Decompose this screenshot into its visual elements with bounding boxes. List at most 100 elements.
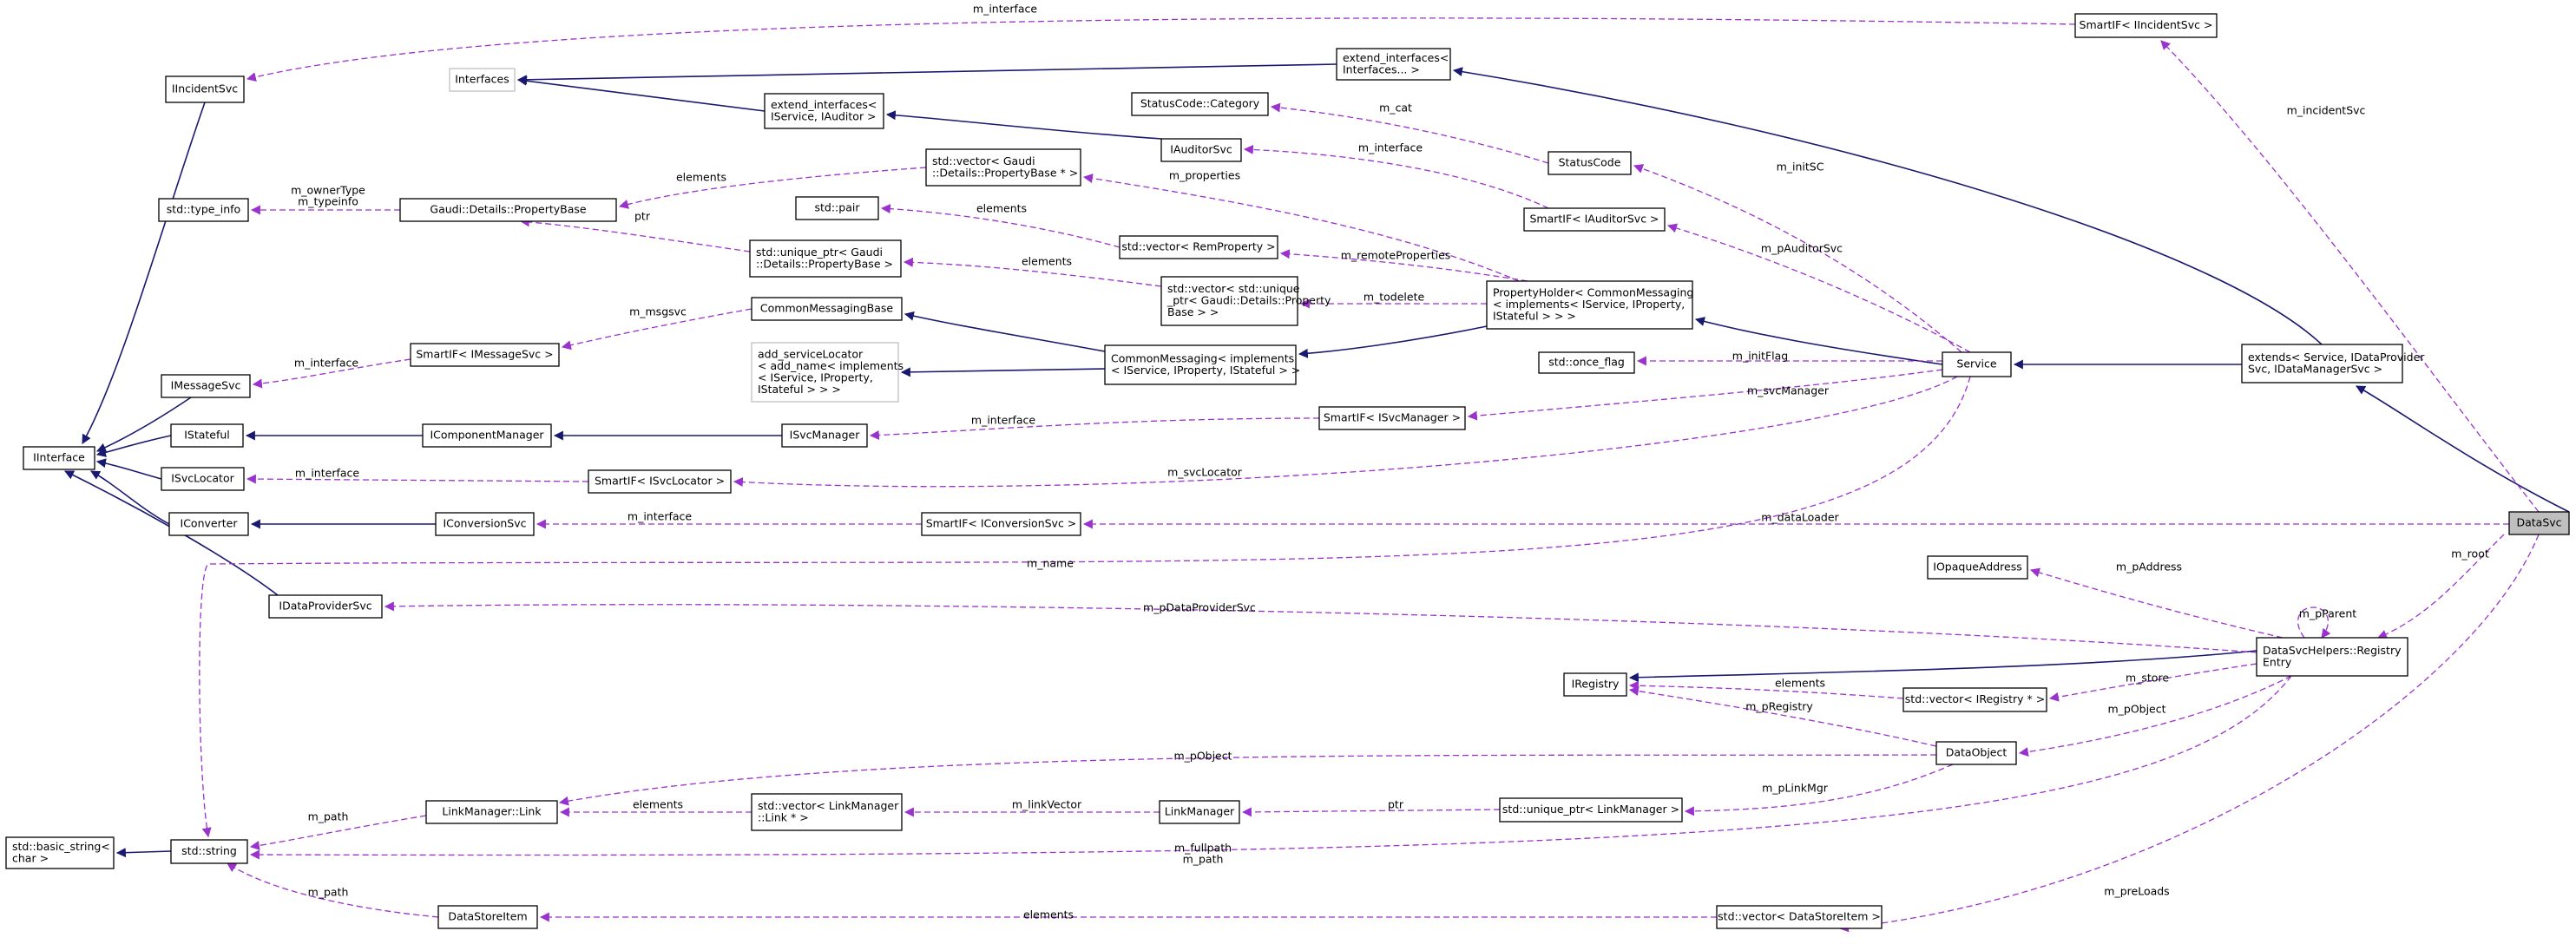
- inheritance-edge-1: [516, 75, 766, 112]
- class-node-iconverter[interactable]: IConverter: [168, 512, 249, 536]
- class-node-veclink[interactable]: std::vector< LinkManager::Link * >: [751, 793, 903, 831]
- class-node-vecpropbase[interactable]: std::vector< Gaudi::Details::PropertyBas…: [925, 148, 1081, 187]
- class-node-isvcloc[interactable]: ISvcLocator: [161, 467, 245, 491]
- class-node-basicstring[interactable]: std::basic_string<char >: [5, 836, 115, 869]
- class-node-vecremprop[interactable]: std::vector< RemProperty >: [1119, 235, 1278, 259]
- class-name-line: IMessageSvc: [171, 379, 241, 392]
- class-node-linkmgrlink[interactable]: LinkManager::Link: [425, 800, 558, 824]
- class-node-iconvsvc[interactable]: IConversionSvc: [435, 512, 535, 536]
- class-box: [161, 467, 245, 491]
- class-box: [410, 343, 560, 367]
- class-node-oncflag[interactable]: std::once_flag: [1538, 351, 1635, 374]
- class-box: [165, 75, 245, 103]
- class-node-smartif_svcmgr[interactable]: SmartIF< ISvcManager >: [1318, 406, 1466, 430]
- class-node-uniqpropbase[interactable]: std::unique_ptr< Gaudi::Details::Propert…: [749, 239, 902, 278]
- inheritance-edge-19: [1628, 650, 2257, 683]
- class-box: [2241, 344, 2403, 384]
- class-name-line: extends< Service, IDataProvider: [2248, 351, 2425, 364]
- class-box: [1902, 687, 2047, 712]
- usage-edge-36: [252, 358, 411, 389]
- class-node-stdstring[interactable]: std::string: [170, 839, 248, 864]
- class-node-istateful[interactable]: IStateful: [170, 423, 244, 448]
- class-node-extif_isvc[interactable]: extend_interfaces<IService, IAuditor >: [764, 93, 884, 129]
- edge-label-ulm-m_pLinkMgr-0: m_pLinkMgr: [1762, 782, 1829, 795]
- usage-edge-60: [227, 862, 439, 918]
- edge-label-conv-m_dataLoader-0: m_dataLoader: [1761, 511, 1839, 524]
- class-node-iauditorsvc[interactable]: IAuditorSvc: [1160, 138, 1242, 162]
- class-box: [1131, 92, 1269, 116]
- class-node-imessagesvc[interactable]: IMessageSvc: [161, 374, 251, 398]
- class-name-line: extend_interfaces<: [771, 98, 877, 111]
- inheritance-edge-20: [115, 848, 172, 858]
- class-node-datasvc[interactable]: DataSvc: [2508, 511, 2570, 535]
- usage-edge-51: [1628, 686, 1937, 747]
- class-node-smartif_inc[interactable]: SmartIF< IIncidentSvc >: [2074, 13, 2218, 38]
- class-node-service[interactable]: Service: [1942, 351, 2012, 377]
- class-node-idataprov[interactable]: IDataProviderSvc: [268, 594, 383, 619]
- class-box: [399, 198, 617, 222]
- usage-edge-50: [2048, 663, 2257, 702]
- class-name-line: SmartIF< IAuditorSvc >: [1529, 213, 1659, 226]
- class-node-extif_ellip[interactable]: extend_interfaces<Interfaces... >: [1336, 48, 1451, 81]
- edge-label-dsi-elements-0: elements: [1023, 908, 1074, 921]
- usage-edge-38: [869, 417, 1320, 441]
- class-box: [422, 423, 552, 448]
- class-node-cmimpl[interactable]: CommonMessaging< implements< IService, I…: [1104, 344, 1300, 385]
- class-name-line: IService, IAuditor >: [771, 109, 877, 122]
- class-name-line: IStateful > > >: [758, 383, 841, 396]
- class-node-linkmgr[interactable]: LinkManager: [1159, 800, 1240, 824]
- edge-label-dp-m_pDataProviderSvc-0: m_pDataProviderSvc: [1143, 601, 1256, 614]
- class-name-line: ISvcLocator: [171, 472, 234, 485]
- class-node-iopaque[interactable]: IOpaqueAddress: [1927, 555, 2028, 580]
- class-name-line: std::vector< LinkManager: [758, 799, 899, 812]
- class-node-addsvcloc[interactable]: add_serviceLocator< add_name< implements…: [751, 342, 904, 403]
- class-node-vecuniq[interactable]: std::vector< std::unique_ptr< Gaudi::Det…: [1160, 276, 1331, 326]
- class-node-iregistry[interactable]: IRegistry: [1563, 672, 1627, 697]
- inheritance-edge-6: [1694, 317, 1943, 365]
- class-node-iincident[interactable]: IIncidentSvc: [165, 75, 245, 103]
- class-node-propholder[interactable]: PropertyHolder< CommonMessaging< impleme…: [1486, 280, 1693, 330]
- edge-label-vecdsi-m_preLoads-0: m_preLoads: [2104, 885, 2169, 898]
- usage-edge-49: [1628, 680, 1904, 699]
- class-node-stdpair[interactable]: std::pair: [795, 196, 879, 220]
- class-node-uniqlinkmgr[interactable]: std::unique_ptr< LinkManager >: [1499, 797, 1683, 823]
- usage-edge-21: [246, 17, 2076, 82]
- class-node-smartif_svcloc[interactable]: SmartIF< ISvcLocator >: [588, 469, 732, 494]
- class-box: [795, 196, 879, 220]
- class-node-dataobject[interactable]: DataObject: [1935, 741, 2017, 765]
- class-box: [925, 148, 1081, 187]
- edge-label-opaque-m_pAddress-0: m_pAddress: [2116, 560, 2182, 574]
- class-node-isvcmgr[interactable]: ISvcManager: [781, 423, 868, 448]
- class-box: [170, 839, 248, 864]
- class-node-statuscat[interactable]: StatusCode::Category: [1131, 92, 1269, 116]
- edge-label-svcloc-m_svcLocator-0: m_svcLocator: [1167, 466, 1243, 479]
- class-node-vecireg[interactable]: std::vector< IRegistry * >: [1902, 687, 2047, 712]
- edge-label-svcloc-m_interface-0: m_interface: [295, 467, 359, 480]
- class-box: [5, 836, 115, 869]
- class-node-cmbase[interactable]: CommonMessagingBase: [751, 297, 903, 321]
- edge-label-rem-m_remoteProperties-0: m_remoteProperties: [1341, 249, 1451, 262]
- class-node-extends[interactable]: extends< Service, IDataProviderSvc, IDat…: [2241, 344, 2425, 384]
- edge-label-reg-m_pParent-0: m_pParent: [2299, 607, 2356, 620]
- class-node-datastoreitem[interactable]: DataStoreItem: [437, 905, 538, 929]
- class-node-statuscode[interactable]: StatusCode: [1548, 151, 1632, 175]
- class-name-line: IStateful: [184, 429, 230, 442]
- class-name-line: StatusCode: [1559, 156, 1621, 169]
- edge-label-todel-m_todelete-0: m_todelete: [1364, 291, 1425, 304]
- class-name-line: Service: [1956, 357, 1997, 370]
- class-node-interfaces[interactable]: Interfaces: [449, 68, 516, 92]
- class-box: [1318, 406, 1466, 430]
- class-node-icompmgr[interactable]: IComponentManager: [422, 423, 552, 448]
- class-node-typeinfo[interactable]: std::type_info: [158, 198, 249, 222]
- class-name-line: IStateful > > >: [1493, 310, 1576, 323]
- class-node-smartif_msg[interactable]: SmartIF< IMessageSvc >: [410, 343, 560, 367]
- inheritance-edge-13: [82, 102, 206, 444]
- class-node-vecdsi[interactable]: std::vector< DataStoreItem >: [1716, 905, 1883, 929]
- class-node-smartif_aud[interactable]: SmartIF< IAuditorSvc >: [1523, 207, 1666, 232]
- class-node-propbase[interactable]: Gaudi::Details::PropertyBase: [399, 198, 617, 222]
- class-node-iinterface[interactable]: IInterface: [23, 446, 95, 470]
- class-node-smartif_conv[interactable]: SmartIF< IConversionSvc >: [921, 512, 1081, 536]
- class-box: [425, 800, 558, 824]
- class-name-line: IInterface: [33, 451, 85, 464]
